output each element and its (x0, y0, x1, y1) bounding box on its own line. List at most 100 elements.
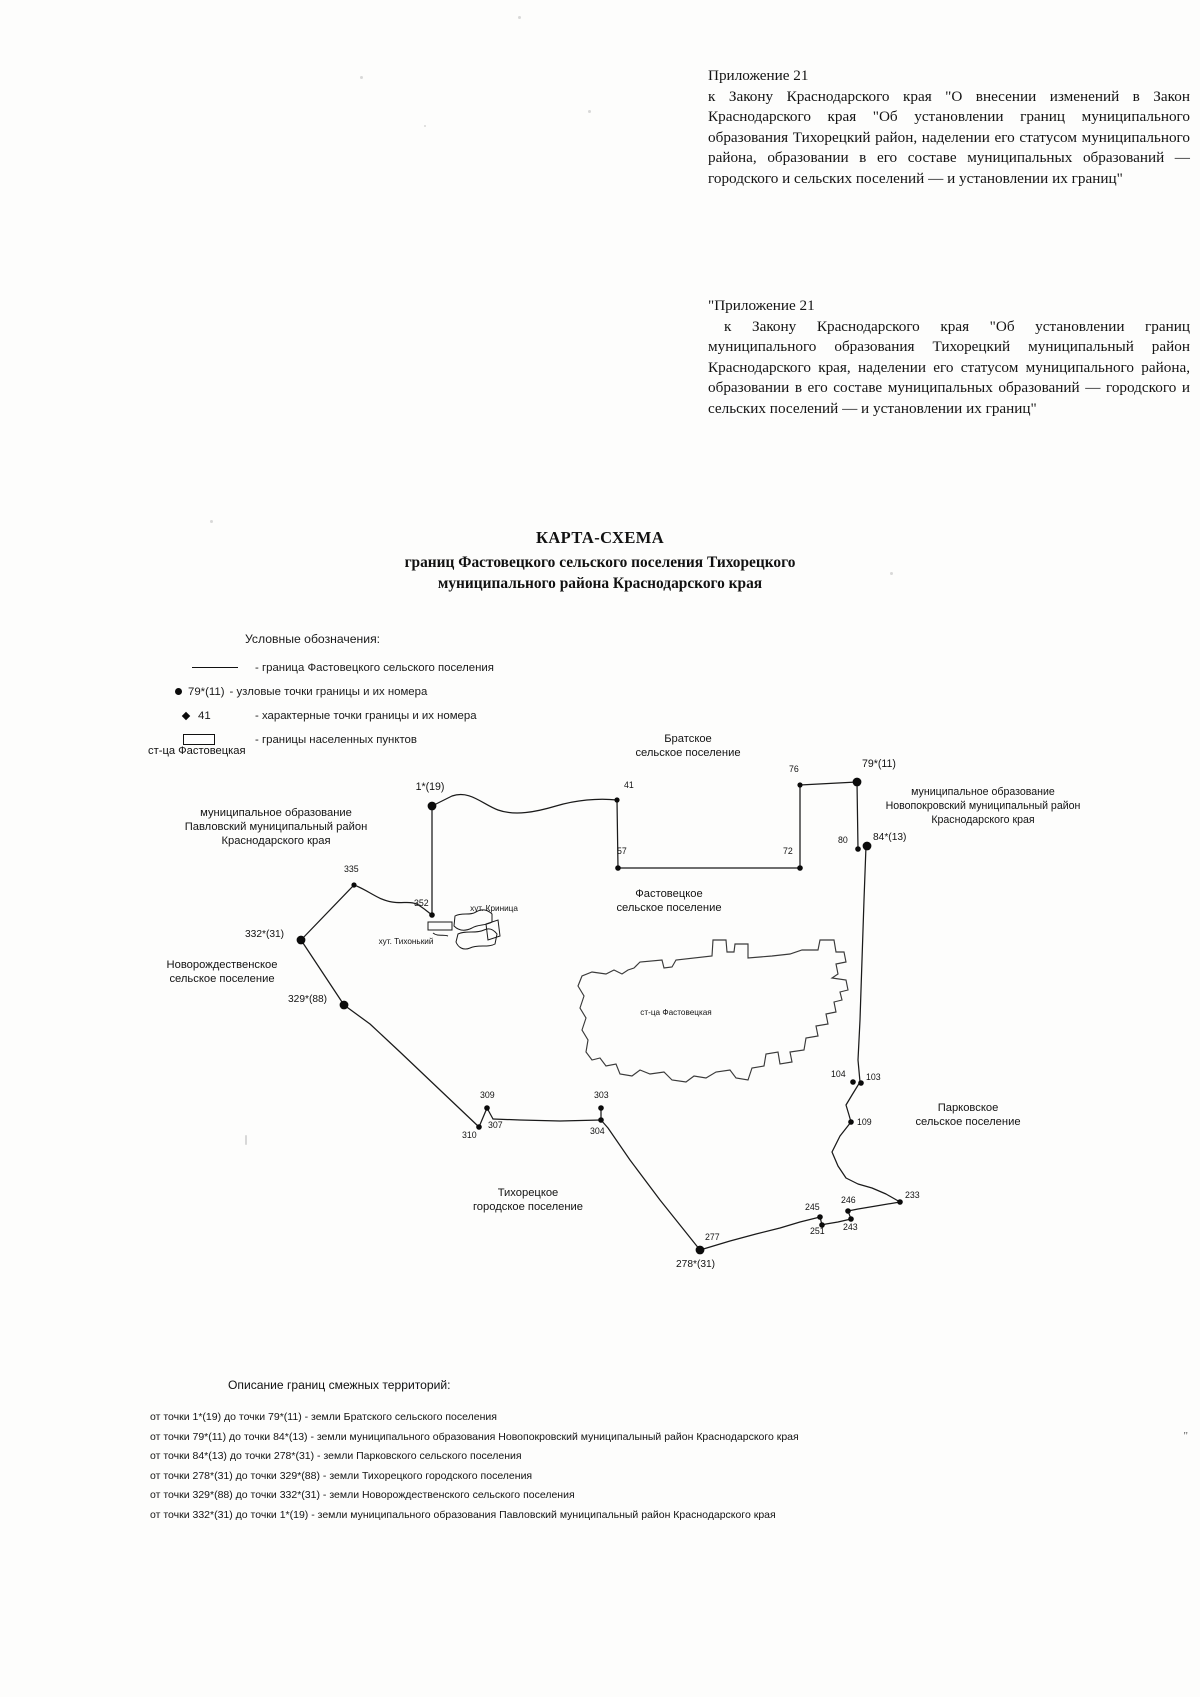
characteristic-point-marker[interactable] (855, 846, 861, 852)
legend-item-boundary: - граница Фастовецкого сельского поселен… (175, 657, 494, 678)
characteristic-point-marker[interactable] (598, 1117, 604, 1123)
map-schema: Братское сельское поселение муниципально… (167, 733, 1081, 1270)
characteristic-point-marker[interactable] (817, 1214, 823, 1220)
page-edge-mark: " (1183, 1430, 1189, 1442)
map-title-block: КАРТА-СХЕМА границ Фастовецкого сельског… (0, 528, 1200, 594)
description-item: от точки 84*(13) до точки 278*(31) - зем… (150, 1450, 522, 1463)
legend-item-number: 41 (198, 709, 211, 722)
characteristic-point-marker[interactable] (598, 1105, 604, 1111)
area-label-pavlovsky-line-3: Краснодарского края (221, 835, 330, 847)
characteristic-point-marker[interactable] (819, 1222, 825, 1228)
description-title: Описание границ смежных территорий: (228, 1378, 451, 1392)
characteristic-point-marker[interactable] (850, 1079, 856, 1085)
characteristic-point-marker[interactable] (858, 1080, 864, 1086)
characteristic-point-marker[interactable] (797, 782, 803, 788)
characteristic-point-marker[interactable] (614, 797, 620, 803)
legend-item-characteristic-point: 41 - характерные точки границы и их номе… (175, 705, 494, 726)
area-label-tikhoretskoe-line-2: городское поселение (473, 1201, 583, 1213)
legend-item-label: - узловые точки границы и их номера (229, 685, 428, 698)
area-label-tikhoretskoe-line-1: Тихорецкое (498, 1187, 559, 1199)
scan-speck (360, 76, 363, 79)
area-label-novopokrovsky-line-3: Краснодарского края (931, 814, 1034, 826)
point-label-41: 41 (624, 780, 634, 790)
point-label-303: 303 (594, 1090, 609, 1100)
point-label-307: 307 (488, 1120, 503, 1130)
point-label-109: 109 (857, 1117, 872, 1127)
point-label-233: 233 (905, 1190, 920, 1200)
description-item: от точки 332*(31) до точки 1*(19) - земл… (150, 1508, 776, 1521)
page-subtitle-line-1: границ Фастовецкого сельского поселения … (404, 554, 796, 571)
map-area-labels: Братское сельское поселение муниципально… (167, 733, 1081, 1213)
area-label-novorozhdestvenskoe-line-1: Новорождественское (167, 959, 278, 971)
point-label-251: 251 (810, 1226, 825, 1236)
legend-item-number: 79*(11) (188, 685, 225, 698)
characteristic-point-marker[interactable] (351, 882, 357, 888)
area-label-fastovetskoe-line-1: Фастовецкое (635, 888, 702, 900)
characteristic-point-marker[interactable] (848, 1216, 854, 1222)
scan-speck (518, 16, 521, 19)
area-label-novopokrovsky-line-2: Новопокровский муниципальный район (886, 800, 1081, 812)
description-item: от точки 1*(19) до точки 79*(11) - земли… (150, 1411, 497, 1423)
area-label-pavlovsky-line-1: муниципальное образование (200, 807, 352, 819)
scan-speck (424, 125, 426, 127)
settlement-label-tikhonky: хут. Тихонький (379, 937, 434, 946)
area-label-parkovskoe-line-2: сельское поселение (915, 1116, 1020, 1128)
node-point-icon: 79*(11) (175, 686, 225, 698)
characteristic-point-marker[interactable] (429, 912, 435, 918)
area-label-parkovskoe-line-1: Парковское (938, 1102, 999, 1114)
characteristic-point-icon: 41 (175, 710, 255, 722)
description-list: от точки 1*(19) до точки 79*(11) - земли… (150, 1408, 799, 1526)
map-settlement-labels: хут. Криница хут. Тихонький ст-ца Фастов… (379, 904, 712, 1017)
point-label-104: 104 (831, 1069, 846, 1079)
appendix-title-2: "Приложение 21 (708, 297, 815, 314)
point-label-352: 352 (414, 898, 429, 908)
legend-item-label: - граница Фастовецкого сельского поселен… (255, 661, 494, 674)
node-point-marker[interactable] (339, 1000, 349, 1010)
legend-item-label: - границы населенных пунктов (255, 733, 417, 746)
point-label-76: 76 (789, 764, 799, 774)
appendix-reference-block-2: "Приложение 21 к Закону Краснодарского к… (708, 296, 1190, 420)
point-label-243: 243 (843, 1222, 858, 1232)
area-label-fastovetskoe-line-2: сельское поселение (616, 902, 721, 914)
appendix-title-1: Приложение 21 (708, 67, 809, 84)
point-label-335: 335 (344, 864, 359, 874)
point-label-84-13: 84*(13) (873, 832, 906, 843)
legend-item-settlement-boundary: - границы населенных пунктов (175, 729, 494, 750)
legend-title: Условные обозначения: (245, 632, 381, 646)
legend-item-node-point: 79*(11) - узловые точки границы и их ном… (175, 681, 494, 702)
appendix-reference-block-1: Приложение 21 к Закону Краснодарского кр… (708, 66, 1190, 190)
settlement-boundary-path (300, 781, 901, 1251)
characteristic-point-marker[interactable] (476, 1124, 482, 1130)
boundary-line-icon (175, 667, 255, 668)
area-label-novorozhdestvenskoe-line-2: сельское поселение (169, 973, 274, 985)
characteristic-point-marker[interactable] (797, 865, 803, 871)
characteristic-point-marker[interactable] (897, 1199, 903, 1205)
node-point-marker[interactable] (427, 801, 437, 811)
area-label-novopokrovsky-line-1: муниципальное образование (911, 786, 1055, 798)
node-point-marker[interactable] (862, 841, 872, 851)
description-item: от точки 329*(88) до точки 332*(31) - зе… (150, 1489, 575, 1502)
description-item: от точки 278*(31) до точки 329*(88) - зе… (150, 1469, 533, 1482)
point-label-72: 72 (783, 846, 793, 856)
node-point-marker[interactable] (296, 935, 306, 945)
description-item: от точки 79*(11) до точки 84*(13) - земл… (150, 1430, 799, 1443)
node-point-marker[interactable] (852, 777, 862, 787)
point-label-103: 103 (866, 1072, 881, 1082)
point-label-246: 246 (841, 1195, 856, 1205)
characteristic-point-marker[interactable] (484, 1105, 490, 1111)
point-label-1-19: 1*(19) (416, 781, 445, 793)
characteristic-point-marker[interactable] (845, 1208, 851, 1214)
point-label-79-11: 79*(11) (862, 758, 896, 770)
point-label-80: 80 (838, 835, 848, 845)
area-label-pavlovsky-line-2: Павловский муниципальный район (185, 821, 368, 833)
point-label-245: 245 (805, 1202, 820, 1212)
characteristic-point-marker[interactable] (615, 865, 621, 871)
area-label-bratskoe-line-2: сельское поселение (635, 747, 740, 759)
settlement-boundary-icon (175, 734, 255, 745)
node-point-marker[interactable] (695, 1245, 705, 1255)
scan-speck (245, 1135, 247, 1145)
map-boundary-points (296, 777, 903, 1255)
characteristic-point-marker[interactable] (848, 1119, 854, 1125)
scan-speck (588, 110, 591, 113)
